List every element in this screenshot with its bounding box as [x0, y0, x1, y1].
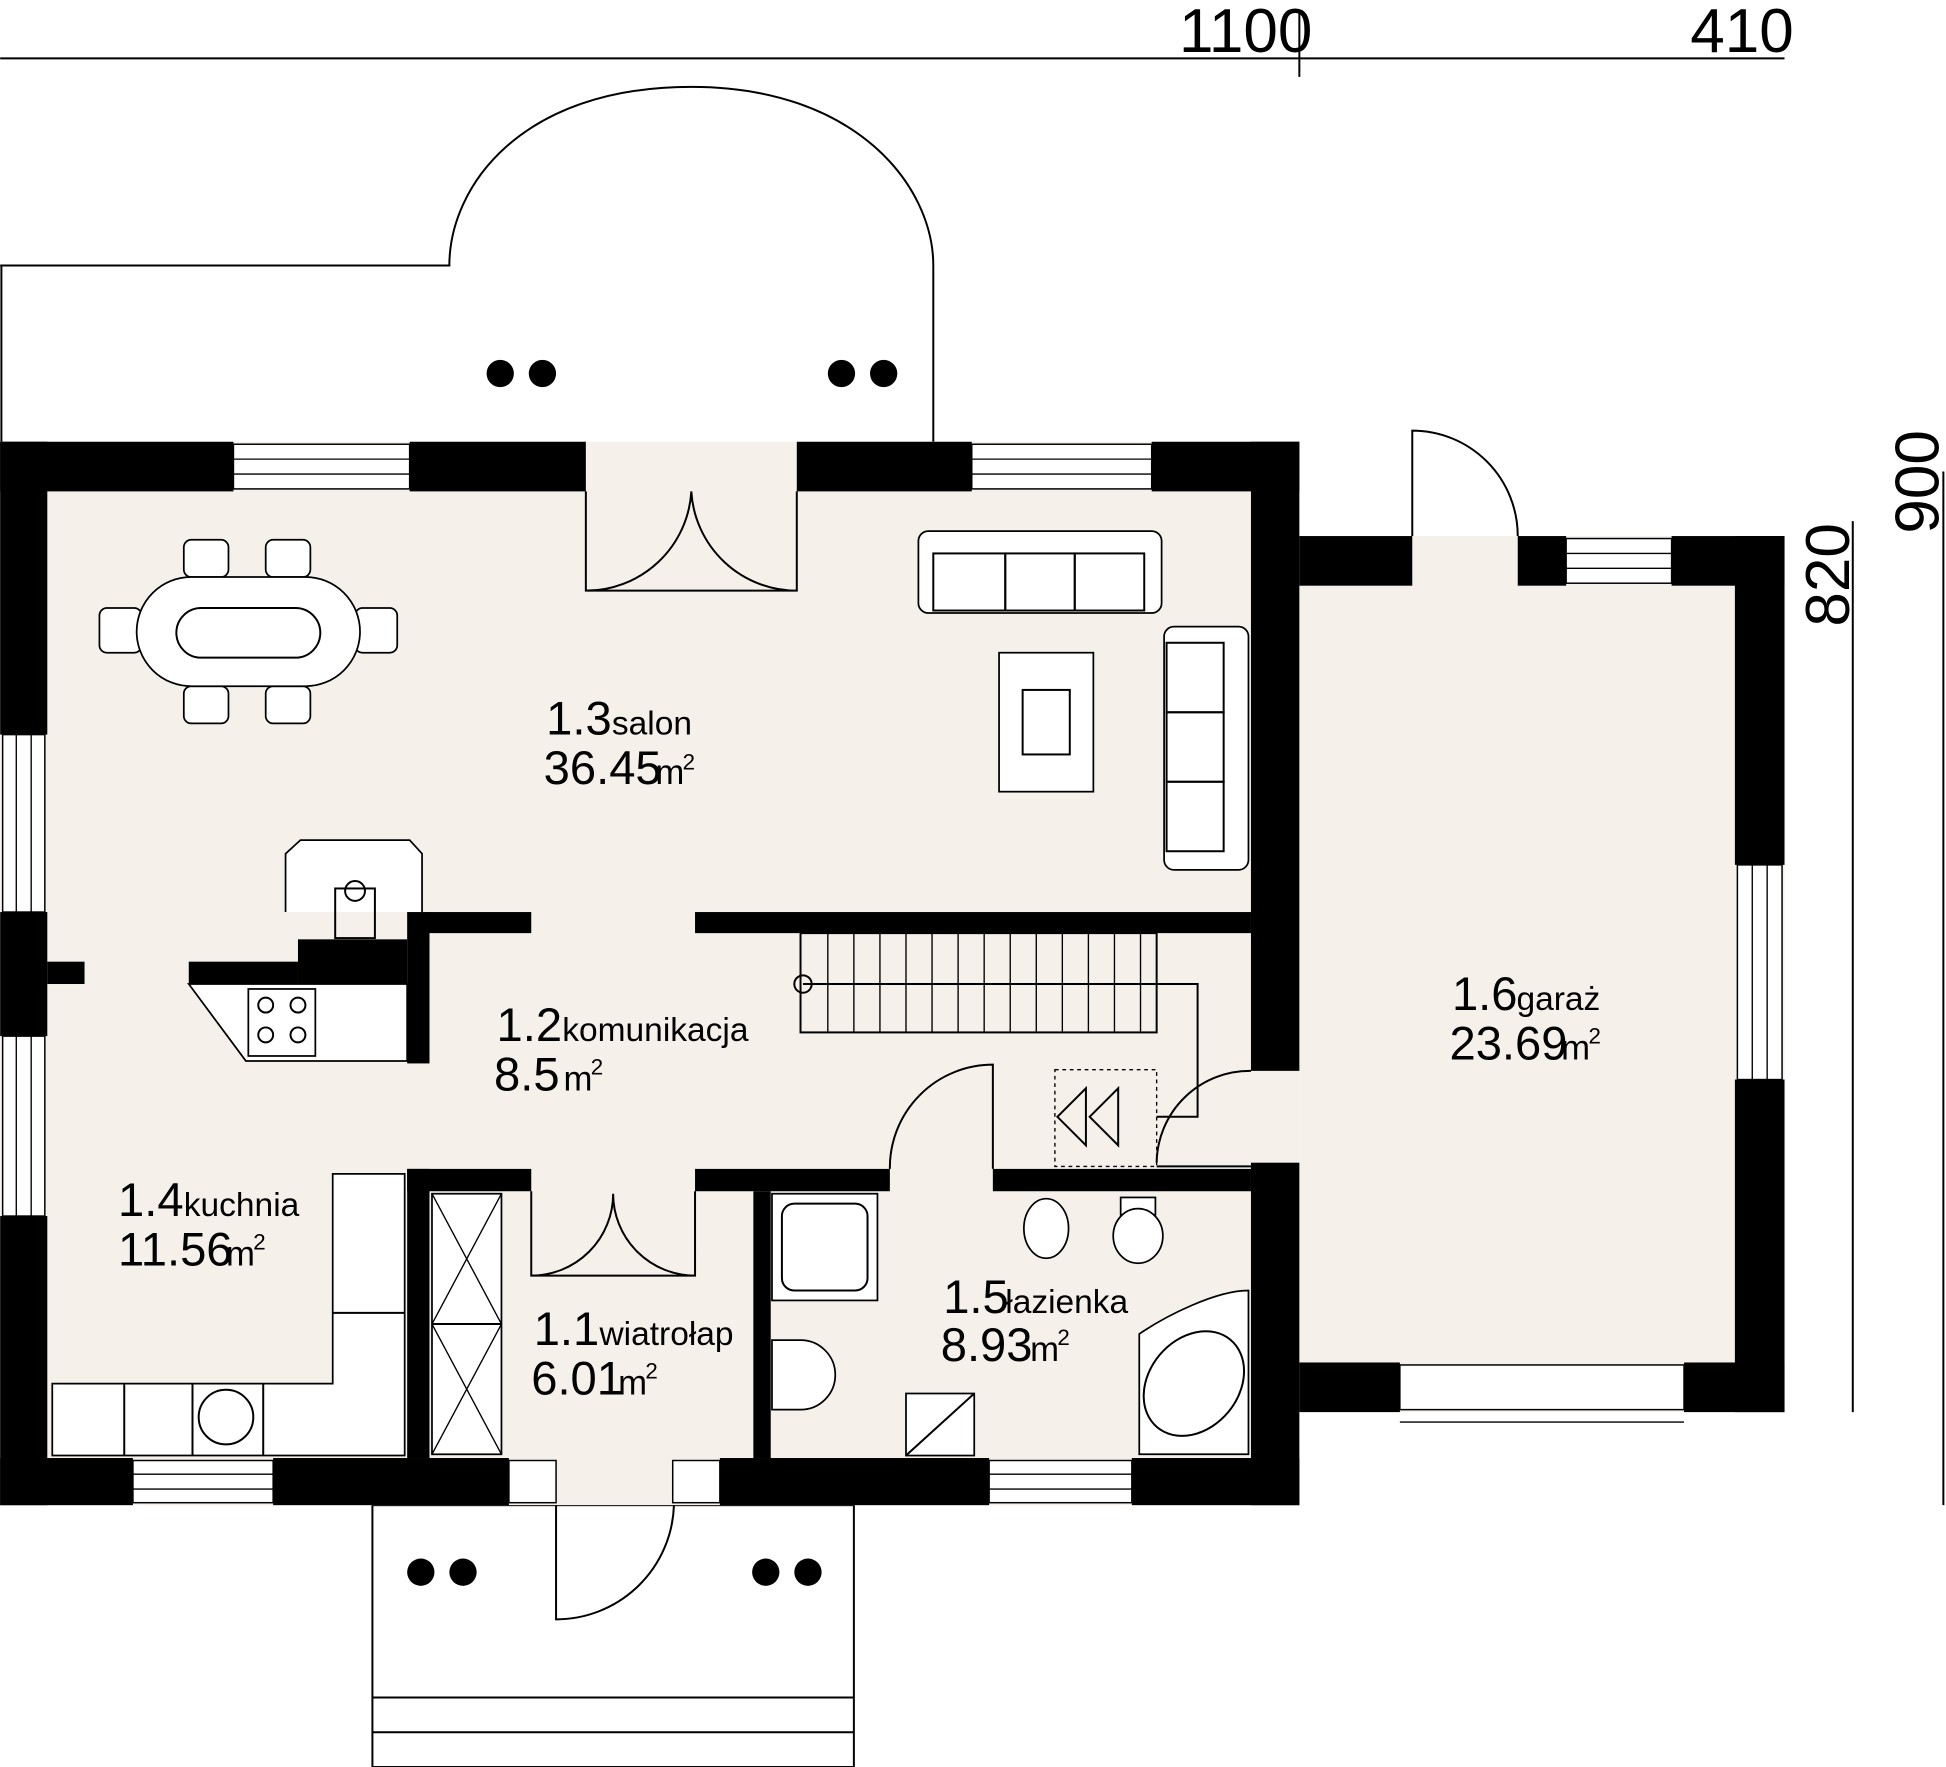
walls — [0, 441, 1785, 1506]
svg-text:wiatrołap: wiatrołap — [598, 1316, 733, 1353]
sofa-set — [917, 530, 1250, 871]
svg-text:1.5: 1.5 — [943, 1270, 1009, 1323]
svg-text:m: m — [655, 754, 684, 792]
svg-text:11.56: 11.56 — [118, 1223, 232, 1276]
svg-text:m: m — [618, 1365, 647, 1403]
kitchen-fixtures — [51, 839, 423, 1457]
svg-text:m: m — [1561, 1030, 1590, 1068]
svg-text:łazienka: łazienka — [1005, 1284, 1128, 1321]
svg-text:m: m — [564, 1061, 593, 1099]
dimension-820: 820 — [1794, 523, 1863, 627]
svg-text:komunikacja: komunikacja — [562, 1012, 749, 1049]
dimension-900: 900 — [1883, 430, 1946, 534]
svg-text:m: m — [1030, 1331, 1059, 1369]
terrace-posts — [486, 359, 898, 388]
svg-text:kuchnia: kuchnia — [184, 1187, 300, 1224]
svg-text:1.1: 1.1 — [534, 1302, 600, 1355]
svg-text:salon: salon — [612, 706, 692, 743]
svg-text:2: 2 — [683, 749, 695, 774]
doors — [530, 429, 1519, 1621]
garage-floor — [1299, 536, 1785, 1413]
svg-text:2: 2 — [253, 1230, 265, 1255]
svg-text:1.2: 1.2 — [497, 998, 563, 1051]
staircase — [793, 932, 1199, 1168]
wardrobe — [431, 1192, 503, 1456]
dimension-410: 410 — [1690, 0, 1794, 66]
svg-text:2: 2 — [591, 1055, 603, 1080]
svg-text:8.5: 8.5 — [494, 1048, 560, 1101]
svg-text:36.45: 36.45 — [544, 741, 662, 794]
svg-text:6.01: 6.01 — [531, 1352, 623, 1405]
svg-text:m: m — [226, 1236, 255, 1274]
dimension-1100: 1100 — [1179, 0, 1312, 66]
windows — [1, 443, 1783, 1504]
svg-text:2: 2 — [645, 1359, 657, 1384]
dimension-lines: 1100 410 820 900 — [0, 0, 1946, 1506]
terrace-outline — [0, 85, 935, 442]
svg-text:2: 2 — [1588, 1024, 1600, 1049]
svg-text:1.4: 1.4 — [118, 1173, 184, 1226]
bathroom-fixtures — [771, 1192, 1250, 1457]
svg-text:2: 2 — [1057, 1325, 1069, 1350]
svg-text:23.69: 23.69 — [1449, 1017, 1567, 1070]
svg-text:1.3: 1.3 — [546, 692, 612, 745]
svg-text:8.93: 8.93 — [941, 1318, 1033, 1371]
svg-text:garaż: garaż — [1517, 981, 1601, 1018]
entrance-steps — [371, 1504, 855, 1767]
dining-table — [98, 538, 399, 725]
svg-text:1.6: 1.6 — [1452, 967, 1518, 1020]
